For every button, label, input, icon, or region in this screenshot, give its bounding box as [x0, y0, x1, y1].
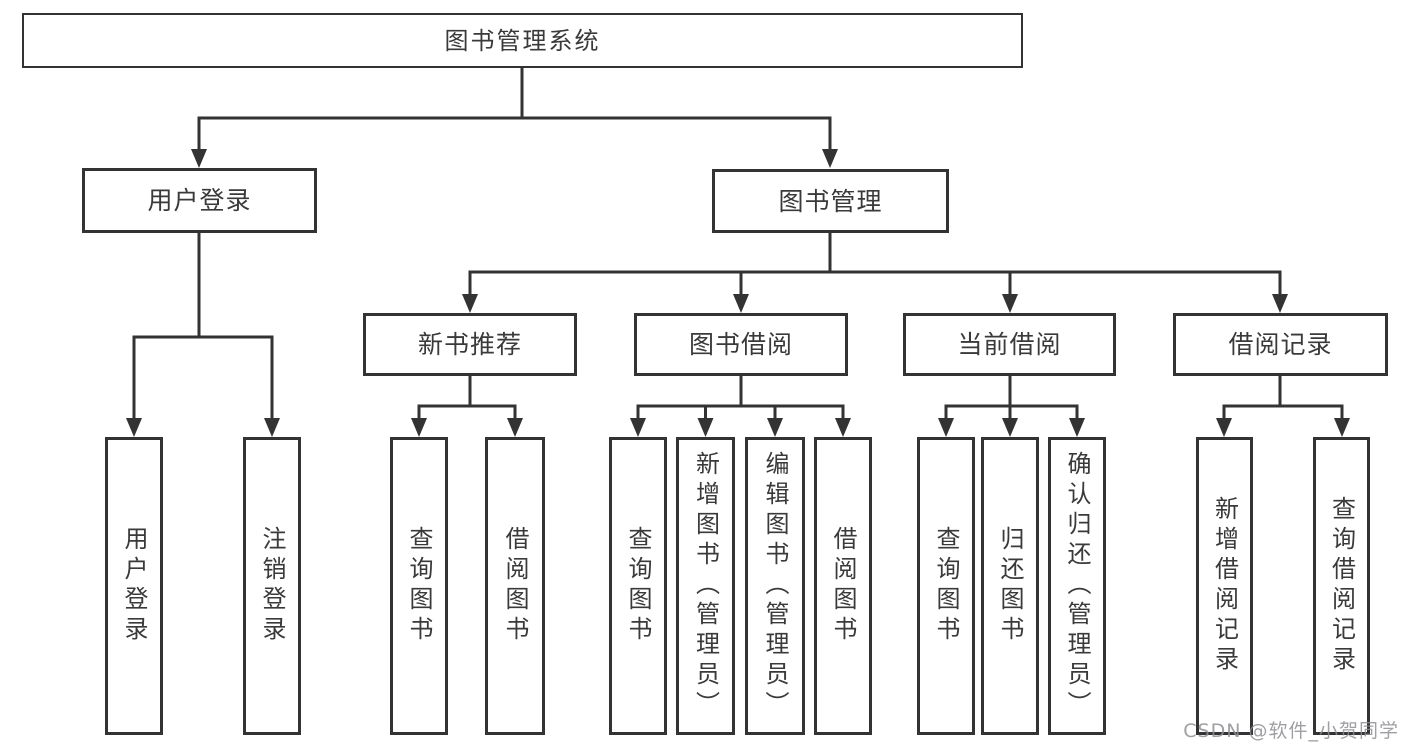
- leaf-return-book: 归还图书: [981, 437, 1039, 735]
- node-book-management: 图书管理: [712, 169, 949, 233]
- arrowheads: [126, 149, 1350, 437]
- leaf-add-borrow-record: 新增借阅记录: [1196, 437, 1253, 735]
- node-root-system: 图书管理系统: [22, 13, 1023, 68]
- leaf-query-book-current: 查询图书: [917, 437, 975, 735]
- leaf-user-login: 用户登录: [105, 437, 163, 735]
- leaf-query-borrow-record: 查询借阅记录: [1313, 437, 1370, 735]
- leaf-edit-book-admin: 编辑图书（管理员）: [745, 437, 805, 735]
- leaf-borrow-book-recommend: 借阅图书: [485, 437, 545, 735]
- leaf-add-book-admin: 新增图书（管理员）: [676, 437, 735, 735]
- node-new-book-recommend: 新书推荐: [363, 313, 577, 376]
- node-user-login: 用户登录: [82, 168, 317, 233]
- node-current-borrow: 当前借阅: [903, 313, 1116, 376]
- leaf-query-book-recommend: 查询图书: [390, 437, 448, 735]
- node-borrow-records: 借阅记录: [1173, 313, 1388, 376]
- csdn-watermark: CSDN @软件_小贺同学: [1183, 720, 1399, 742]
- leaf-query-book-borrow: 查询图书: [609, 437, 667, 735]
- leaf-logout: 注销登录: [243, 437, 301, 735]
- leaf-borrow-book: 借阅图书: [814, 437, 872, 735]
- leaf-confirm-return-admin: 确认归还（管理员）: [1048, 437, 1106, 735]
- node-book-borrow: 图书借阅: [634, 313, 848, 376]
